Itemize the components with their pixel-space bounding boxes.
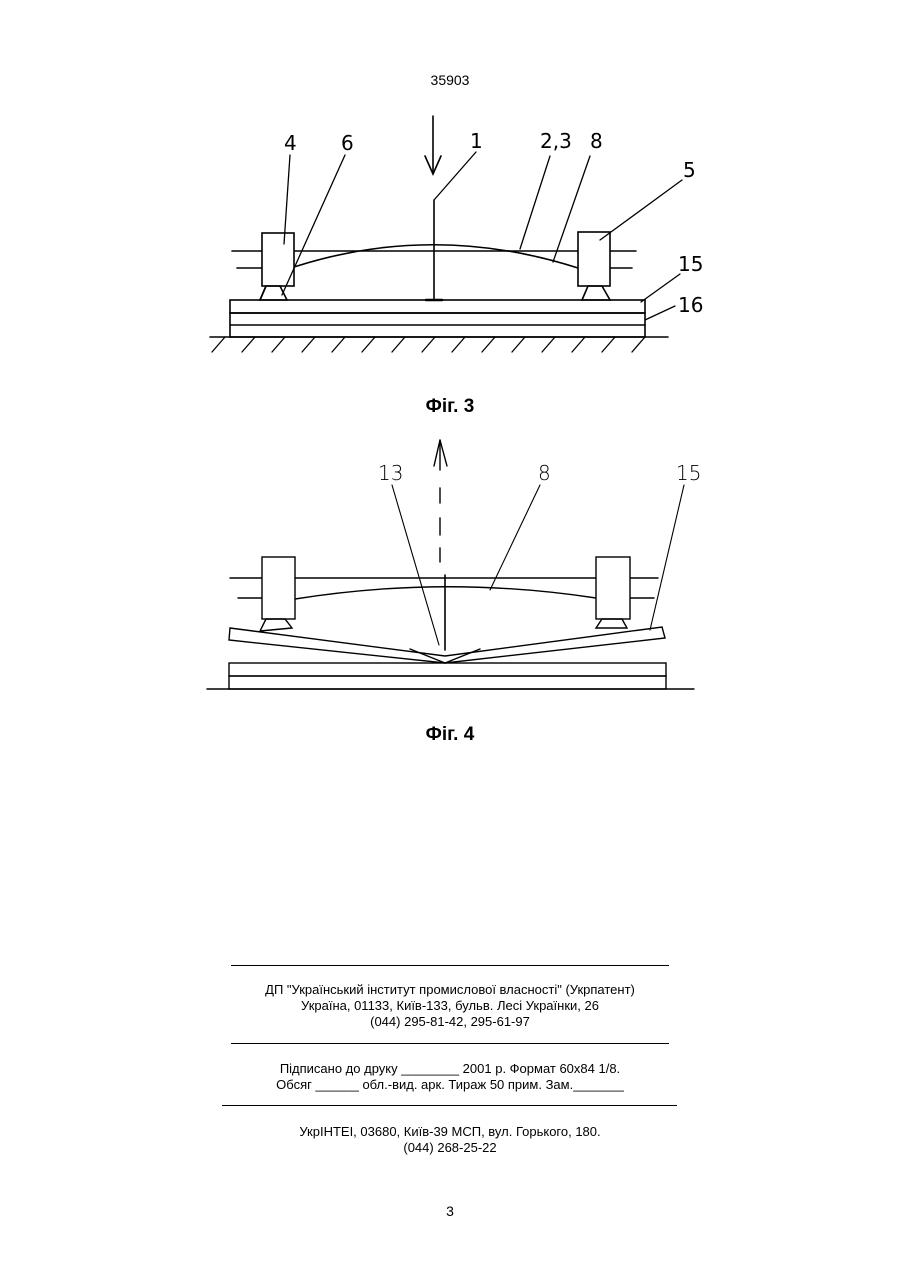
print-info-block: Підписано до друку ________ 2001 р. Форм… [0,1061,900,1093]
printer-block: УкрІНТЕІ, 03680, Київ-39 МСП, вул. Горьк… [0,1124,900,1156]
fig4-label-8: 8 [538,461,551,485]
fig4-label-15: 15 [676,461,701,485]
publisher-address: Україна, 01133, Київ-133, бульв. Лесі Ук… [0,998,900,1014]
print-volume-line: Обсяг ______ обл.-вид. арк. Тираж 50 при… [0,1077,900,1093]
fig4-label-13: 13 [378,461,403,485]
separator-rule [222,1105,677,1106]
separator-rule [231,965,669,966]
printer-phone: (044) 268-25-22 [0,1140,900,1156]
figure-4-drawing: 13 8 15 [0,0,900,760]
print-info-line: Підписано до друку ________ 2001 р. Форм… [0,1061,900,1077]
publisher-phone: (044) 295-81-42, 295-61-97 [0,1014,900,1030]
figure-4-caption: Фіг. 4 [0,724,900,746]
publisher-block: ДП "Український інститут промислової вла… [0,982,900,1030]
printer-address: УкрІНТЕІ, 03680, Київ-39 МСП, вул. Горьк… [0,1124,900,1140]
publisher-line: ДП "Український інститут промислової вла… [0,982,900,998]
page-number: 3 [0,1203,900,1219]
separator-rule [231,1043,669,1044]
